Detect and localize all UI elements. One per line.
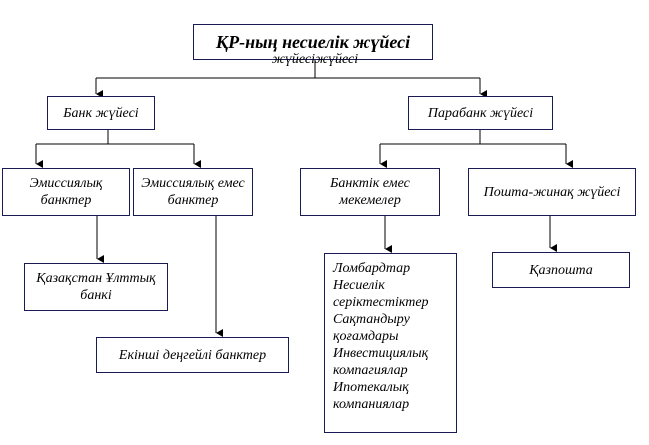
non-bank-institutions-node: Банктік емес мекемелер — [300, 168, 440, 216]
emission-banks-node: Эмиссиялық банктер — [2, 168, 130, 216]
national-bank-label: Қазақстан Ұлттық банкі — [36, 271, 156, 303]
root-title: ҚР-ның несиелік жүйесі — [215, 31, 411, 52]
kazpost-label: Қазпошта — [529, 262, 593, 278]
non-emission-banks-node: Эмиссиялық емес банктер — [133, 168, 253, 216]
parabank-system-label: Парабанк жүйесі — [427, 105, 534, 121]
emission-banks-label: Эмиссиялық банктер — [29, 176, 103, 208]
root-node: ҚР-ның несиелік жүйесі — [193, 24, 433, 60]
non-bank-list-node: Ломбардтар Несиелік серіктестіктер Сақта… — [324, 253, 457, 433]
list-item: Несиелік — [333, 278, 385, 293]
national-bank-node: Қазақстан Ұлттық банкі — [24, 263, 168, 311]
second-tier-banks-node: Екінші деңгейлі банктер — [96, 337, 289, 373]
parabank-system-node: Парабанк жүйесі — [408, 96, 553, 130]
root-subtitle: жүйесіжүйесі — [271, 52, 359, 67]
list-item: серіктестіктер — [333, 295, 429, 310]
list-item: қоғамдары — [333, 329, 399, 344]
list-item: компагиялар — [333, 363, 408, 378]
postal-savings-label: Пошта-жинақ жүйесі — [483, 184, 621, 200]
kazpost-node: Қазпошта — [492, 252, 630, 288]
list-item: Инвестициялық — [333, 346, 429, 361]
second-tier-banks-label: Екінші деңгейлі банктер — [118, 347, 267, 363]
bank-system-node: Банк жүйесі — [47, 96, 155, 130]
non-bank-institutions-label: Банктік емес мекемелер — [330, 176, 410, 208]
list-item: Сақтандыру — [333, 312, 410, 327]
bank-system-label: Банк жүйесі — [63, 105, 139, 121]
list-item: Ломбардтар — [333, 261, 411, 276]
postal-savings-node: Пошта-жинақ жүйесі — [468, 168, 636, 216]
list-item: компаниялар — [333, 397, 410, 412]
list-item: Ипотекалық — [333, 380, 409, 395]
non-emission-banks-label: Эмиссиялық емес банктер — [141, 176, 245, 208]
